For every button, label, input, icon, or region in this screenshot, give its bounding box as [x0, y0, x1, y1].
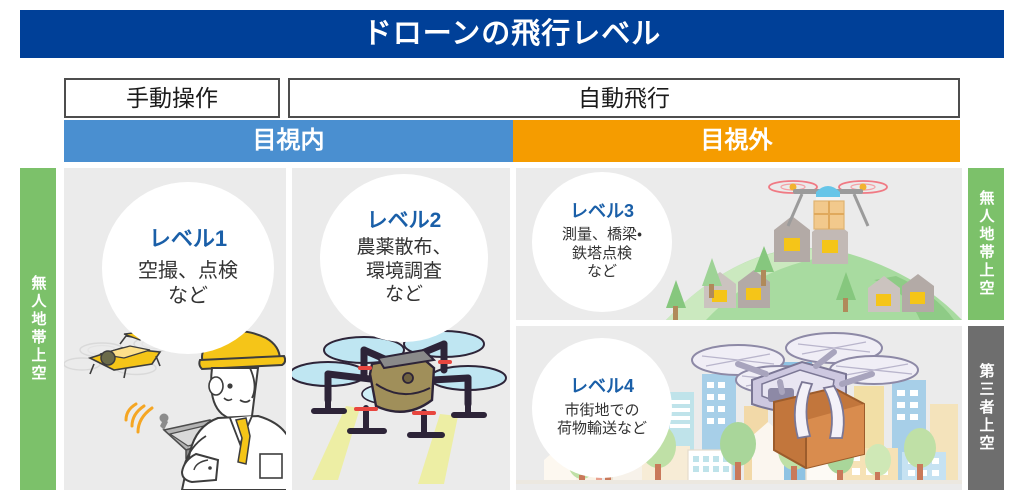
- level-3-desc-line2: 鉄塔点検: [571, 244, 632, 262]
- level-1-heading: レベル1: [148, 226, 228, 252]
- drone-rotors-icon: [292, 330, 507, 406]
- level-3-panel: レベル3 測量、橋梁・ 鉄塔点検 など: [516, 168, 962, 320]
- sight-in-label: 目視内: [252, 127, 325, 154]
- signal-waves-icon: [124, 402, 154, 434]
- level-3-desc-line3: など: [586, 263, 617, 281]
- level-2-callout: レベル2 農薬散布、 環境調査 など: [320, 174, 488, 342]
- mode-manual-box: 手動操作: [64, 78, 280, 118]
- rural-hill-icon: [666, 248, 962, 320]
- level-4-desc-line1: 市街地での: [564, 401, 640, 419]
- hill-houses-icon: [704, 216, 934, 312]
- nozzle-tips-icon: [354, 360, 452, 415]
- left-zone-label-text: 無人地帯上空: [29, 275, 47, 383]
- sight-out-box: 目視外: [513, 120, 960, 162]
- spray-beams-icon: [312, 406, 458, 484]
- right-zone-label-unmanned-area: 無人地帯上空: [968, 168, 1004, 320]
- right-zone-label-third-party: 第三者上空: [968, 326, 1004, 490]
- level-2-desc-line3: など: [384, 284, 423, 306]
- level-1-desc-line2: など: [168, 284, 208, 307]
- sight-out-label: 目視外: [700, 127, 773, 154]
- left-zone-label-unmanned-area: 無人地帯上空: [20, 168, 56, 490]
- right-zone-top-label-text: 無人地帯上空: [977, 190, 995, 298]
- drone-propellers: [768, 180, 888, 194]
- mode-manual-label: 手動操作: [126, 84, 218, 111]
- level-1-callout: レベル1 空撮、点検 など: [102, 182, 274, 354]
- level-4-panel: レベル4 市街地での 荷物輸送など: [516, 326, 962, 490]
- operation-mode-row: 手動操作 自動飛行: [64, 78, 960, 118]
- mode-auto-box: 自動飛行: [288, 78, 960, 118]
- drone-tank-icon: [368, 348, 437, 413]
- level-2-heading: レベル2: [366, 208, 442, 232]
- drone-legs-icon: [311, 397, 487, 438]
- visual-line-of-sight-row: 目視内 目視外: [64, 120, 960, 162]
- level-2-desc-line2: 環境調査: [365, 260, 442, 282]
- level-2-panel: レベル2 農薬散布、 環境調査 など: [292, 168, 510, 490]
- level-1-desc-line1: 空撮、点検: [138, 259, 238, 282]
- level-4-heading: レベル4: [569, 375, 634, 396]
- level-3-callout: レベル3 測量、橋梁・ 鉄塔点検 など: [532, 172, 672, 312]
- level-4-desc-line2: 荷物輸送など: [556, 420, 647, 438]
- level-1-panel: レベル1 空撮、点検 など: [64, 168, 286, 490]
- page-title-bar: ドローンの飛行レベル: [20, 10, 1004, 58]
- right-zone-bottom-label-text: 第三者上空: [977, 363, 995, 453]
- page-title: ドローンの飛行レベル: [362, 17, 662, 50]
- delivery-drone-icon: [768, 180, 888, 230]
- level-2-desc-line1: 農薬散布、: [356, 236, 452, 258]
- mode-auto-label: 自動飛行: [578, 84, 670, 111]
- drone-frame-icon: [324, 340, 472, 408]
- hill-trees-icon: [666, 246, 856, 320]
- level-3-desc-line1: 測量、橋梁・: [561, 225, 643, 243]
- level-4-callout: レベル4 市街地での 荷物輸送など: [532, 338, 672, 478]
- operator-figure-icon: [180, 330, 286, 490]
- sight-in-box: 目視内: [64, 120, 513, 162]
- remote-controller-icon: [159, 413, 234, 460]
- level-3-heading: レベル3: [569, 200, 634, 221]
- large-delivery-drone-icon: [691, 332, 919, 470]
- ground-line: [516, 480, 962, 484]
